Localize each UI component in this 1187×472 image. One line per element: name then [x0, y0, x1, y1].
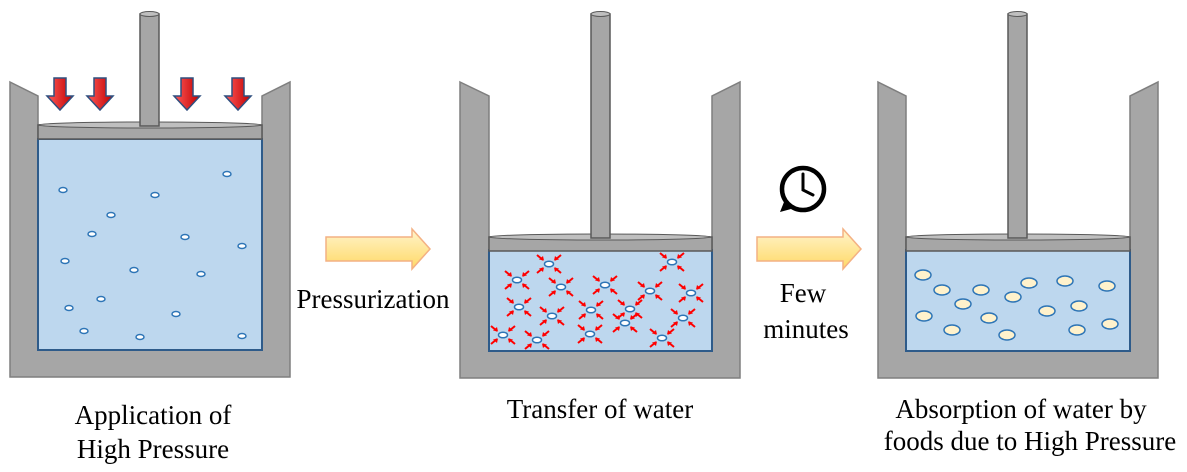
pressure-arrow-icon — [172, 77, 202, 112]
food-particle — [180, 233, 190, 241]
food-particle — [87, 230, 97, 238]
compressed-particle — [539, 306, 565, 326]
transition-2-label-line-1: Few — [780, 278, 827, 308]
piston-rod-top — [590, 11, 611, 17]
food-particle — [58, 186, 68, 194]
food-particle — [915, 310, 933, 322]
compressed-particle — [612, 313, 638, 333]
food-particle — [954, 298, 972, 310]
compressed-particle — [548, 277, 574, 297]
food-particle — [237, 242, 247, 250]
food-particle — [1004, 291, 1022, 303]
transition-1: Pressurization — [297, 227, 450, 314]
compressed-particle — [659, 252, 685, 272]
stage-2-vessel — [459, 11, 741, 379]
food-particle — [79, 327, 89, 335]
pressure-arrow-icon — [223, 77, 253, 112]
piston-rod — [1007, 13, 1028, 239]
food-particle — [1056, 275, 1074, 287]
food-particle — [196, 270, 206, 278]
compressed-particle — [670, 308, 696, 328]
piston-rod-top — [139, 11, 160, 17]
food-particle — [943, 324, 961, 336]
compressed-particle — [592, 275, 618, 295]
stage-1-caption-line-2: High Pressure — [77, 434, 229, 464]
compressed-particle — [617, 299, 643, 319]
food-particle — [222, 170, 232, 178]
food-particle — [998, 329, 1016, 341]
stage-3-caption-line-2: foods due to High Pressure — [884, 426, 1176, 456]
water-body — [488, 249, 713, 352]
food-particle — [1038, 305, 1056, 317]
compressed-particle — [577, 324, 603, 344]
stage-3-vessel — [877, 11, 1159, 379]
food-particle — [96, 295, 106, 303]
food-particle — [129, 266, 139, 274]
transition-2: Few minutes — [756, 165, 863, 344]
piston-rod — [139, 13, 160, 127]
food-particle — [1070, 300, 1088, 312]
food-particle — [171, 310, 181, 318]
compressed-particle — [637, 281, 663, 301]
food-particle — [933, 284, 951, 296]
transition-1-label: Pressurization — [297, 284, 450, 314]
compressed-particle — [490, 325, 516, 345]
food-particle — [60, 257, 70, 265]
compressed-particles — [490, 252, 704, 350]
food-particle — [1068, 324, 1086, 336]
piston-rod-top — [1007, 11, 1028, 17]
food-particle — [64, 304, 74, 312]
stage-3-caption-line-1: Absorption of water by — [895, 394, 1147, 424]
pressure-arrow-icon — [45, 77, 75, 112]
pressure-arrows — [45, 77, 253, 112]
compressed-particle — [536, 254, 562, 274]
food-particle — [914, 269, 932, 281]
food-particle — [972, 284, 990, 296]
piston-rod — [590, 13, 611, 239]
pressure-arrow-icon — [85, 77, 115, 112]
compressed-particle — [649, 328, 675, 348]
food-particle — [1098, 280, 1116, 292]
transition-arrow-icon — [756, 227, 863, 271]
food-particle — [135, 333, 145, 341]
compressed-particle — [678, 283, 704, 303]
water-body — [37, 138, 263, 351]
food-particle — [150, 191, 160, 199]
transition-arrow-icon — [325, 227, 432, 271]
swollen-particles — [914, 269, 1119, 341]
compressed-particle — [578, 300, 604, 320]
compressed-particle — [504, 270, 530, 290]
food-particle — [106, 211, 116, 219]
compressed-particle — [524, 330, 550, 350]
food-particle — [980, 312, 998, 324]
stage-1-caption-line-1: Application of — [75, 400, 232, 430]
food-particle — [237, 332, 247, 340]
clock-icon — [779, 165, 827, 213]
food-particle — [1020, 277, 1038, 289]
compressed-particle — [506, 297, 532, 317]
stage-2-caption: Transfer of water — [507, 394, 693, 424]
transition-2-label-line-2: minutes — [763, 314, 849, 344]
stage-1-vessel — [9, 11, 291, 378]
dispersed-particles — [58, 170, 247, 341]
food-particle — [1101, 318, 1119, 330]
